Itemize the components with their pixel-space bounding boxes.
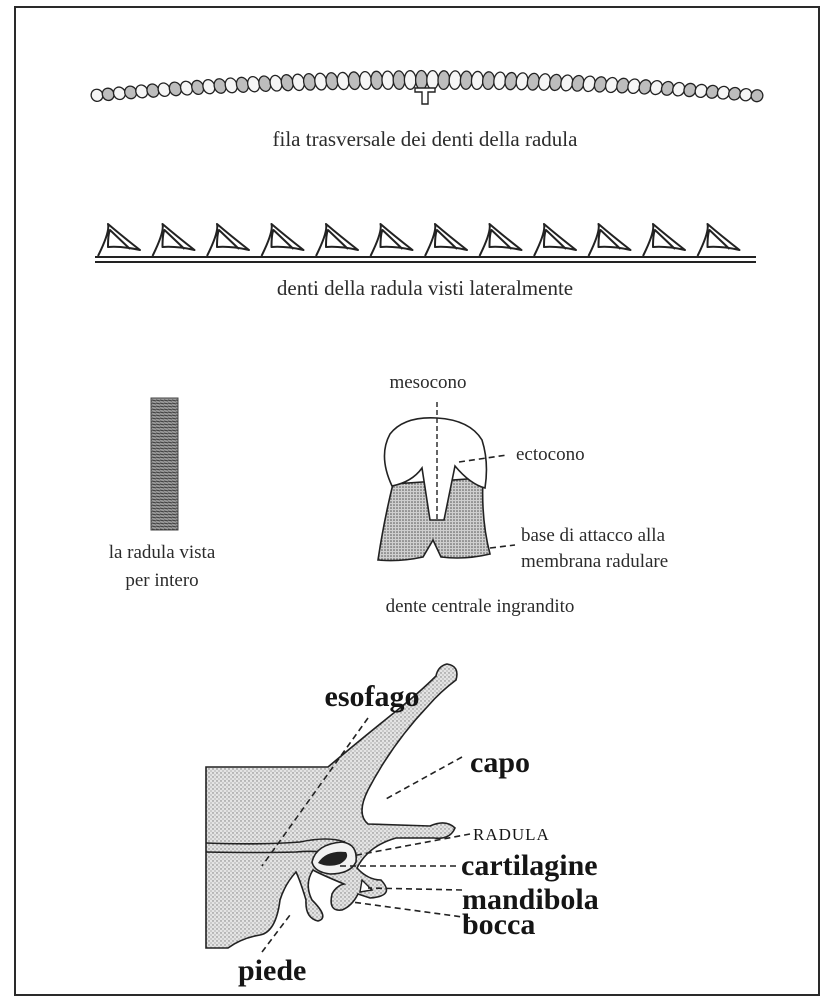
lateral-tooth (371, 224, 413, 256)
radula-tooth (348, 71, 361, 90)
radula-tooth (482, 71, 495, 90)
label-base-line1: base di attacco alla (521, 525, 666, 546)
label-base-line2: membrana radulare (521, 551, 668, 572)
radula-tooth (359, 71, 372, 90)
radula-tooth (471, 71, 484, 90)
radula-tooth (460, 71, 473, 90)
lateral-tooth (153, 224, 195, 256)
label-mesocono: mesocono (389, 372, 466, 393)
lateral-tooth (316, 224, 358, 256)
radula-tooth (438, 71, 450, 90)
label-capo: capo (470, 746, 530, 779)
lateral-tooth (207, 224, 249, 256)
lateral-tooth (262, 224, 304, 256)
radula-tooth (749, 88, 765, 104)
caption-tooth-row: fila trasversale dei denti della radula (273, 127, 579, 151)
lateral-teeth (98, 224, 740, 256)
radula-tooth (370, 71, 383, 90)
lateral-tooth (480, 224, 522, 256)
radula-tooth (416, 70, 428, 89)
caption-lateral-view: denti della radula visti lateralmente (277, 276, 573, 300)
label-piede: piede (238, 954, 306, 987)
caption-whole-line2: per intero (125, 570, 198, 591)
leader-capo (384, 757, 462, 800)
radula-tooth (381, 71, 394, 90)
lateral-tooth (643, 224, 685, 256)
lateral-tooth (534, 224, 576, 256)
lateral-tooth (98, 224, 140, 256)
central-tooth-small (415, 88, 435, 104)
radula-tooth (427, 71, 439, 90)
central-tooth (378, 402, 515, 561)
label-ectocono: ectocono (516, 444, 585, 465)
lateral-tooth (698, 224, 740, 256)
caption-central-tooth: dente centrale ingrandito (386, 596, 575, 617)
radula-tooth (393, 71, 405, 90)
lateral-tooth (425, 224, 467, 256)
radula-tooth-row (89, 70, 765, 104)
lateral-tooth (589, 224, 631, 256)
label-radula: RADULA (473, 825, 550, 844)
radula-tooth (404, 71, 416, 90)
caption-whole-line1: la radula vista (109, 542, 216, 563)
base-leader (490, 545, 515, 548)
radula-whole-strip (151, 398, 178, 530)
leader-bocca (352, 902, 470, 918)
label-cartilagine: cartilagine (461, 849, 598, 882)
radula-tooth (449, 71, 461, 90)
label-bocca: bocca (462, 908, 535, 941)
label-esofago: esofago (325, 680, 420, 713)
